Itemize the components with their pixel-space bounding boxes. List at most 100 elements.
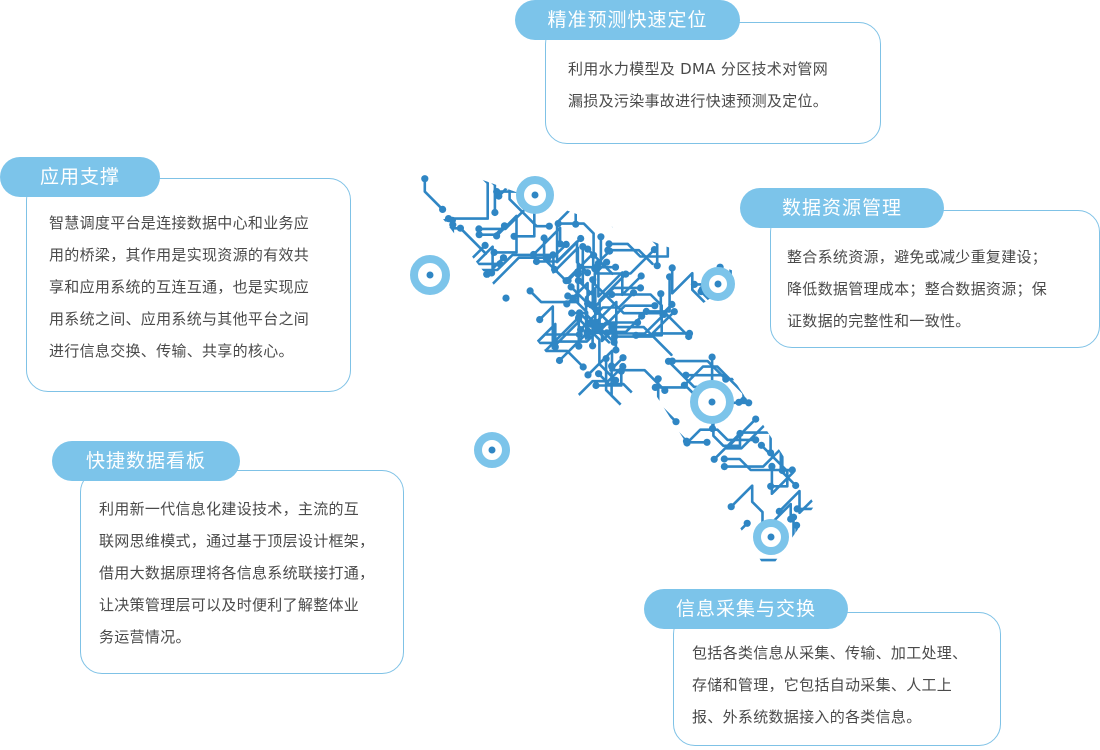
circuit-node [654, 375, 662, 383]
circuit-node [637, 272, 645, 280]
card-data-resource: 整合系统资源，避免或减少重复建设； 降低数据管理成本；整合数据资源；保 证数据的… [770, 210, 1100, 348]
circuit-node [532, 257, 541, 266]
circuit-node [499, 254, 508, 262]
circuit-node [619, 354, 627, 362]
circuit-trace [724, 446, 784, 471]
circuit-trace [611, 293, 664, 337]
card-line: 联网思维模式，通过基于顶层设计框架， [99, 532, 375, 550]
circuit-node [583, 269, 592, 277]
card-line: 利用水力模型及 DMA 分区技术对管网 [568, 60, 828, 78]
circuit-trace [778, 489, 814, 515]
circuit-node [642, 307, 650, 315]
circuit-node [584, 299, 592, 308]
circuit-trace [458, 161, 497, 213]
circuit-trace [686, 428, 756, 444]
circuit-node [488, 269, 496, 277]
circuit-node [574, 268, 582, 276]
title-data-resource: 数据资源管理 [740, 188, 944, 228]
card-line: 存储和管理，它包括自动采集、人工上 [692, 676, 953, 694]
card-dashboard-text: 利用新一代信息化建设技术，主流的互 联网思维模式，通过基于顶层设计框架， 借用大… [99, 493, 374, 653]
circuit-node [551, 265, 559, 273]
circuit-node [589, 276, 597, 284]
circuit-node [720, 455, 728, 463]
circuit-node [589, 342, 597, 350]
circuit-node [577, 326, 585, 334]
card-app-support: 智慧调度平台是连接数据中心和业务应 用的桥梁，其作用是实现资源的有效共 享和应用… [26, 178, 351, 392]
circuit-node [421, 175, 429, 183]
circuit-node [590, 251, 598, 259]
circuit-node [632, 331, 640, 339]
circuit-trace [770, 465, 800, 496]
circuit-trace [529, 274, 580, 304]
circuit-node [651, 383, 659, 391]
circuit-node [491, 208, 499, 217]
circuit-node [577, 234, 585, 243]
circuit-node [612, 346, 620, 354]
circuit-trace [448, 152, 490, 220]
circuit-node [574, 277, 583, 285]
circuit-node [768, 462, 776, 470]
circuit-node [638, 312, 646, 320]
circuit-node [682, 437, 691, 445]
circuit-node [572, 220, 580, 228]
circuit-node [592, 381, 600, 390]
circuit-node [544, 254, 552, 262]
circuit-node [444, 215, 453, 223]
circuit-node [668, 264, 676, 272]
circuit-trace [565, 250, 611, 282]
circuit-trace [597, 263, 643, 298]
circuit-node [562, 240, 570, 248]
circuit-node [545, 222, 553, 230]
circuit-node [660, 310, 668, 318]
circuit-node [609, 326, 617, 334]
card-info-collect-text: 包括各类信息从采集、传输、加工处理、 存储和管理，它包括自动采集、人工上 报、外… [692, 637, 967, 733]
circuit-node [708, 353, 716, 361]
circuit-node [449, 221, 457, 229]
circuit-node [650, 246, 659, 254]
circuit-node [562, 277, 570, 285]
circuit-node [622, 270, 630, 278]
circuit-node [439, 205, 447, 213]
card-info-collect: 包括各类信息从采集、传输、加工处理、 存储和管理，它包括自动采集、人工上 报、外… [673, 612, 1001, 746]
circuit-ring-center [531, 191, 539, 199]
circuit-node [680, 381, 689, 389]
circuit-node [788, 466, 796, 474]
card-line: 降低数据管理成本；整合数据资源；保 [787, 280, 1048, 298]
card-line: 整合系统资源，避免或减少重复建设； [787, 248, 1048, 266]
circuit-node [526, 287, 534, 295]
card-line: 用系统之间、应用系统与其他平台之间 [49, 310, 310, 328]
card-app-support-text: 智慧调度平台是连接数据中心和业务应 用的桥梁，其作用是实现资源的有效共 享和应用… [49, 207, 309, 367]
circuit-node [456, 224, 464, 232]
circuit-trace [558, 222, 595, 256]
card-line: 报、外系统数据接入的各类信息。 [692, 708, 922, 726]
circuit-trace [672, 359, 727, 381]
circuit-node [554, 220, 562, 228]
circuit-ring-center [767, 533, 775, 541]
circuit-trace [485, 349, 585, 378]
title-dashboard: 快捷数据看板 [52, 441, 240, 481]
circuit-node [690, 280, 699, 288]
circuit-node [502, 294, 510, 302]
circuit-node [787, 515, 795, 523]
circuit-node [767, 482, 775, 490]
circuit-node [672, 418, 680, 426]
circuit-node [540, 234, 548, 242]
circuit-node [606, 247, 614, 255]
circuit-node [708, 425, 717, 433]
card-line: 包括各类信息从采集、传输、加工处理、 [692, 644, 968, 662]
circuit-node [612, 376, 620, 384]
card-line: 用的桥梁，其作用是实现资源的有效共 [49, 246, 310, 264]
circuit-trace [611, 325, 673, 357]
circuit-node [611, 333, 619, 341]
circuit-node [602, 355, 610, 363]
circuit-node [490, 248, 498, 256]
card-line: 借用大数据原理将各信息系统联接打通， [99, 564, 375, 582]
circuit-node [736, 429, 744, 438]
circuit-node [634, 318, 642, 327]
circuit-node [710, 455, 718, 463]
circuit-node [564, 292, 572, 300]
circuit-node [591, 265, 599, 273]
circuit-trace [645, 440, 707, 519]
circuit-trace [670, 267, 710, 307]
circuit-trace [596, 371, 623, 387]
